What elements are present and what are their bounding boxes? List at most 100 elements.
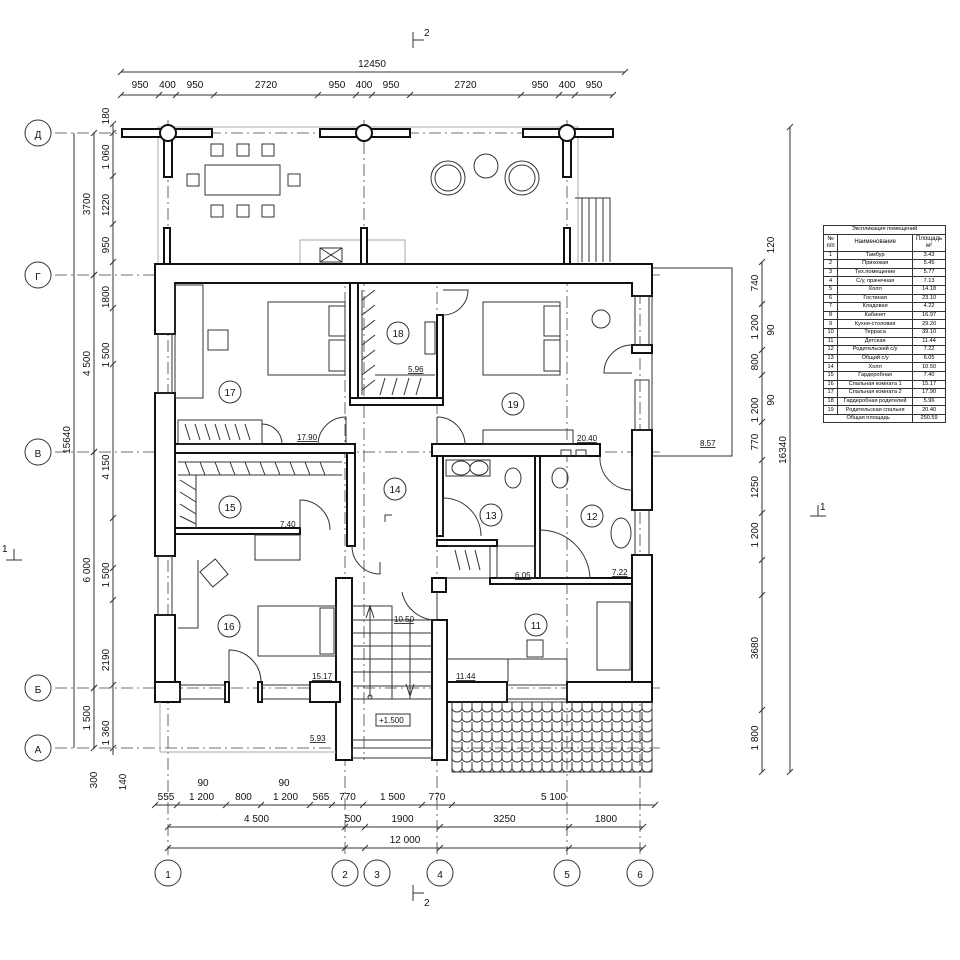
axis-number: 6 (637, 870, 643, 881)
dimension-label: 1 200 (189, 792, 214, 803)
dimension-label: 90 (197, 778, 209, 789)
roof-tile (451, 712, 463, 723)
roof-tile (511, 732, 523, 743)
cell-area: 15.17 (912, 379, 946, 390)
cell-area: 7.13 (912, 276, 946, 286)
roof-tile (541, 762, 553, 773)
dimension-label: 15640 (62, 426, 73, 454)
dimension-label: 950 (586, 80, 603, 91)
dimension-label: 1250 (750, 475, 761, 498)
roof-tile (641, 752, 653, 763)
chair-17 (207, 329, 229, 351)
roof-tile (591, 732, 603, 743)
bed-16 (257, 605, 337, 657)
room-number: 18 (392, 329, 404, 340)
cell-num: 14 (822, 362, 839, 372)
cell-area: 17.90 (912, 388, 946, 398)
axis-number: 2 (342, 870, 348, 881)
roof-tile (451, 752, 463, 763)
axis-bubble-number (426, 859, 454, 887)
roof-tile (481, 762, 493, 773)
roof-tile (501, 702, 513, 713)
roof-tile (501, 722, 513, 733)
roof-tile (451, 732, 463, 743)
axis-number: 1 (165, 870, 171, 881)
roof-tile (461, 742, 473, 753)
dimension-label: 12 000 (390, 835, 421, 846)
axis-bubble-letter (24, 438, 52, 466)
roof-tile (581, 742, 593, 753)
cell-area: 29.20 (912, 319, 946, 329)
dimension-label: 950 (132, 80, 149, 91)
section-marks: 2 2 1 1 (2, 28, 826, 909)
roof-tile (601, 722, 613, 733)
roof-tile (631, 752, 643, 763)
room-number-circle (218, 495, 242, 519)
cell-num: 16 (822, 379, 839, 390)
roof-tile (461, 702, 473, 713)
cell-name: Кухня-столовая (837, 319, 914, 329)
roof-tile (621, 742, 633, 753)
dimension-label: 400 (159, 80, 176, 91)
dimension-label: 800 (750, 353, 761, 370)
roof-tile (591, 762, 603, 773)
room-area: 20.40 (577, 434, 598, 443)
dimension-label: 1800 (101, 285, 112, 308)
room-area: 6.05 (515, 571, 531, 580)
roof-tile (601, 712, 613, 723)
terrace-lower (159, 702, 336, 753)
col-header-num: № п/п (822, 233, 839, 252)
axis-bubble-letter (24, 261, 52, 289)
roof-tile (491, 722, 503, 733)
cell-name: Родительский с/у (837, 345, 914, 355)
dimension-label: 1220 (101, 193, 112, 216)
cell-name: Гардеробная родителей (837, 396, 914, 407)
cell-num: 4 (822, 276, 839, 286)
roof-tile (541, 712, 553, 723)
roof-tile (601, 702, 613, 713)
roof-tile (601, 752, 613, 763)
roof-tile (611, 762, 623, 773)
columns (121, 124, 614, 265)
cell-name: Терраса (837, 327, 914, 338)
cell-num: 7 (822, 302, 839, 312)
dining-table (186, 143, 301, 218)
roof-tile (471, 732, 483, 743)
roof-tile (571, 762, 583, 773)
roof-tile (481, 752, 493, 763)
roof-tile (501, 752, 513, 763)
cell-area: 20.40 (912, 405, 946, 415)
room-number-circle (383, 477, 407, 501)
roof-tile (611, 702, 623, 713)
area-terrace-lower: 5.93 (310, 734, 326, 743)
terrace-stairs (575, 197, 611, 262)
roof-tile (631, 742, 643, 753)
dimension-label: 565 (313, 792, 330, 803)
dimension-label: 1 200 (750, 522, 761, 547)
roof-tile (481, 702, 493, 713)
roof-tile (631, 702, 643, 713)
dimension-label: 5 100 (541, 792, 566, 803)
axis-letter: А (35, 745, 42, 756)
roof-tile (551, 722, 563, 733)
roof-tile (471, 712, 483, 723)
total-value: 250.59 (912, 413, 946, 424)
cell-num: 11 (822, 336, 839, 347)
roof-tile (641, 702, 653, 713)
room-number-circle (501, 392, 525, 416)
roof-tile (521, 712, 533, 723)
dimension-label: 740 (750, 274, 761, 291)
col-header-name: Наименование (837, 233, 914, 252)
roof-tile (631, 712, 643, 723)
room-number-circle (218, 380, 242, 404)
roof-tile (531, 732, 543, 743)
room-area: 11.44 (456, 672, 476, 681)
dimension-lines (73, 68, 794, 852)
roof-tile (481, 722, 493, 733)
dimension-label: 1 200 (750, 397, 761, 422)
cell-name: Спальная комната 1 (837, 379, 914, 390)
